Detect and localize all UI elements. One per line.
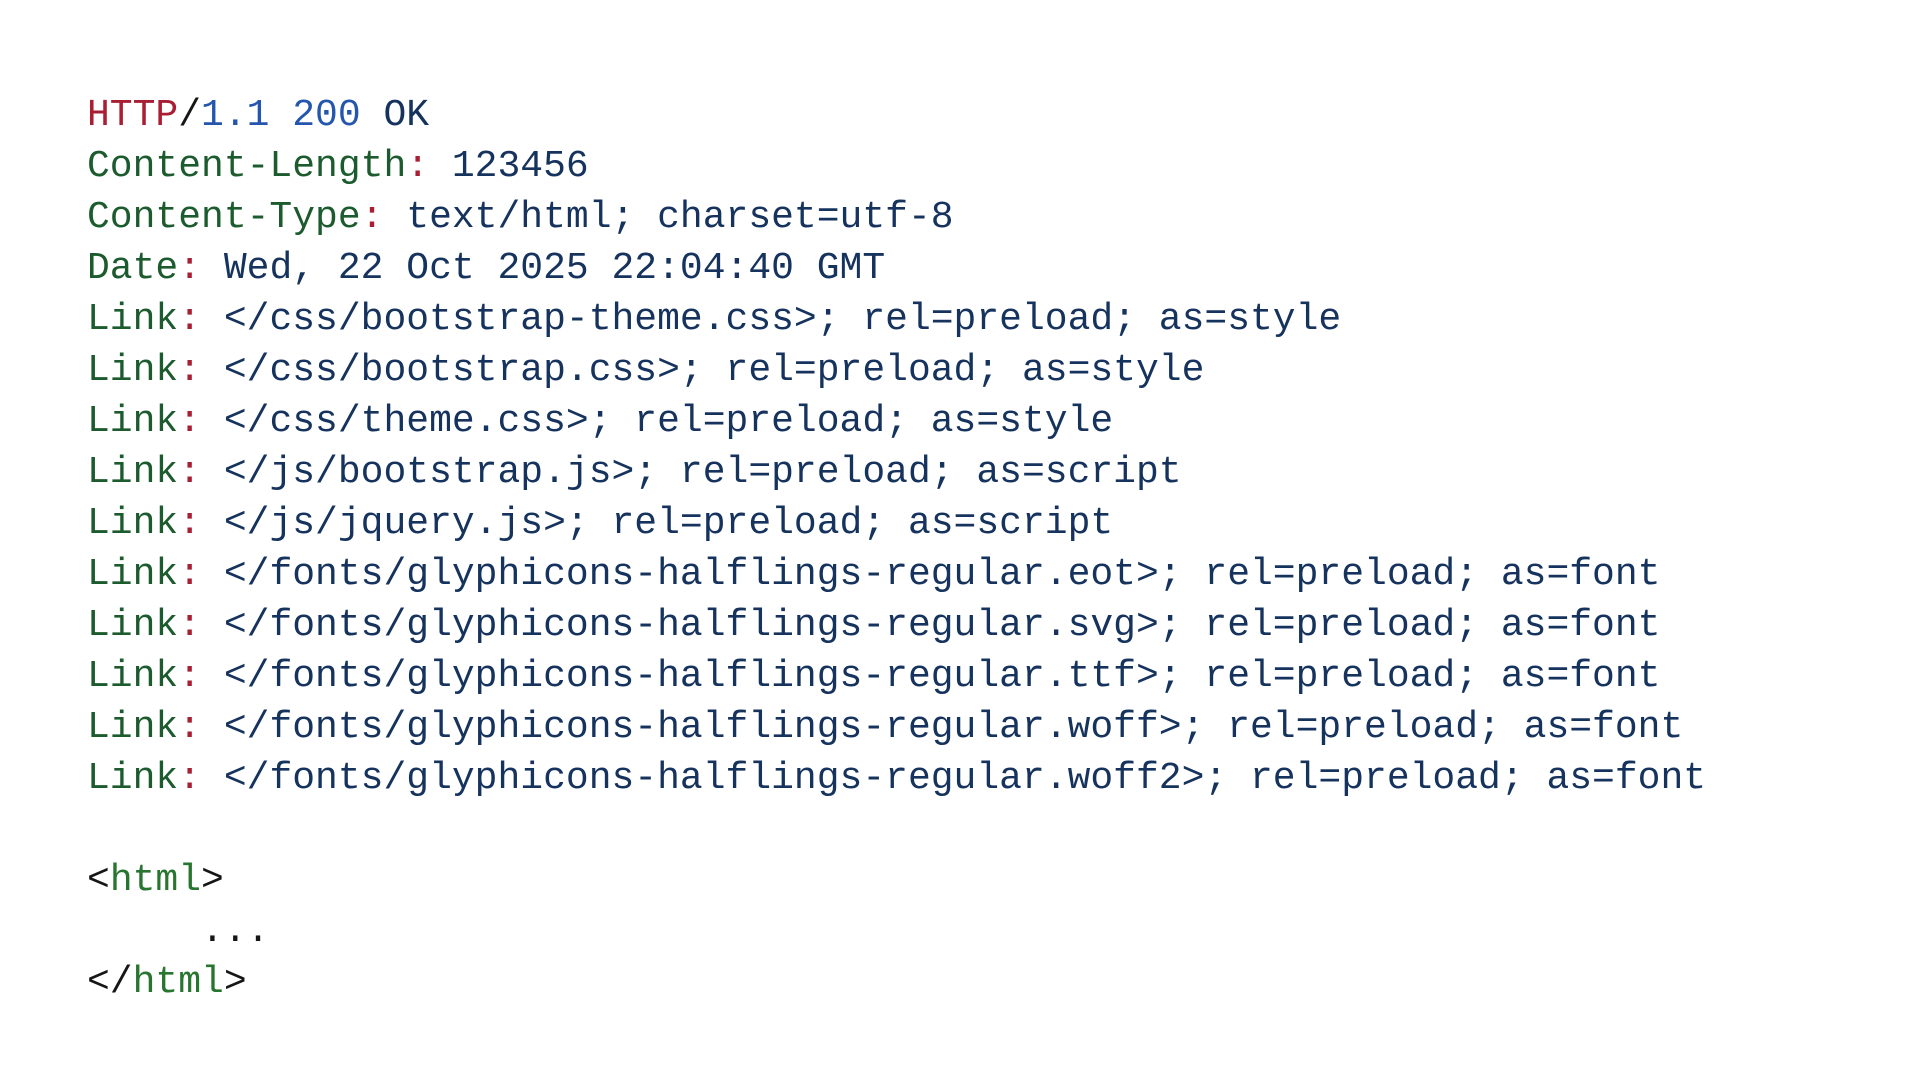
code-segment-red: : bbox=[178, 655, 202, 698]
code-segment-navy: Wed, 22 Oct 2025 22:04:40 GMT bbox=[201, 247, 886, 290]
code-segment-red: : bbox=[178, 400, 202, 443]
code-segment-green: Link bbox=[87, 298, 179, 341]
code-segment-navy: </css/bootstrap-theme.css>; rel=preload;… bbox=[201, 298, 1342, 341]
code-segment-navy: </fonts/glyphicons-halflings-regular.svg… bbox=[201, 604, 1661, 647]
code-segment-navy: text/html; charset=utf-8 bbox=[383, 196, 954, 239]
code-segment-green: Content-Type bbox=[87, 196, 361, 239]
body-open-tag-line: <html> bbox=[87, 855, 1706, 906]
code-segment-green: Link bbox=[87, 553, 179, 596]
code-segment-navy: </css/theme.css>; rel=preload; as=style bbox=[201, 400, 1114, 443]
code-segment-green: Link bbox=[87, 502, 179, 545]
body-ellipsis-line: ... bbox=[87, 906, 1706, 957]
header-line-link: Link: </css/theme.css>; rel=preload; as=… bbox=[87, 396, 1706, 447]
code-segment-red: : bbox=[178, 349, 202, 392]
code-segment-black: </ bbox=[87, 961, 133, 1004]
code-segment-green: Date bbox=[87, 247, 179, 290]
code-segment-red: : bbox=[178, 553, 202, 596]
code-segment-navy: </js/jquery.js>; rel=preload; as=script bbox=[201, 502, 1114, 545]
header-line-link: Link: </css/bootstrap.css>; rel=preload;… bbox=[87, 345, 1706, 396]
code-segment-blue: 1.1 200 bbox=[201, 94, 361, 137]
code-segment-navy: 123456 bbox=[429, 145, 589, 188]
blank-line bbox=[87, 804, 1706, 855]
header-line-content-length: Content-Length: 123456 bbox=[87, 141, 1706, 192]
header-line-link: Link: </js/jquery.js>; rel=preload; as=s… bbox=[87, 498, 1706, 549]
code-segment-navy: </fonts/glyphicons-halflings-regular.eot… bbox=[201, 553, 1661, 596]
code-segment-red: : bbox=[178, 451, 202, 494]
header-line-link: Link: </js/bootstrap.js>; rel=preload; a… bbox=[87, 447, 1706, 498]
code-segment-green: Link bbox=[87, 400, 179, 443]
header-line-link: Link: </fonts/glyphicons-halflings-regul… bbox=[87, 753, 1706, 804]
header-line-link: Link: </fonts/glyphicons-halflings-regul… bbox=[87, 600, 1706, 651]
header-line-link: Link: </fonts/glyphicons-halflings-regul… bbox=[87, 549, 1706, 600]
code-segment-black: > bbox=[223, 961, 247, 1004]
code-segment-black: < bbox=[87, 859, 110, 902]
code-segment-black: / bbox=[178, 94, 202, 137]
code-segment-green: Link bbox=[87, 757, 179, 800]
code-segment-black: > bbox=[201, 859, 224, 902]
code-segment-red: : bbox=[178, 247, 202, 290]
code-segment-red: : bbox=[178, 502, 202, 545]
code-segment-tag: html bbox=[132, 961, 224, 1004]
body-close-tag-line: </html> bbox=[87, 957, 1706, 1008]
header-line-content-type: Content-Type: text/html; charset=utf-8 bbox=[87, 192, 1706, 243]
code-segment-navy: </fonts/glyphicons-halflings-regular.wof… bbox=[201, 706, 1684, 749]
header-line-date: Date: Wed, 22 Oct 2025 22:04:40 GMT bbox=[87, 243, 1706, 294]
status-line: HTTP/1.1 200 OK bbox=[87, 90, 1706, 141]
code-segment-red: : bbox=[178, 298, 202, 341]
code-segment-green: Link bbox=[87, 604, 179, 647]
code-segment-navy: OK bbox=[383, 94, 430, 137]
code-segment-red: : bbox=[178, 757, 202, 800]
code-segment-red: : bbox=[406, 145, 430, 188]
code-segment-red: : bbox=[178, 604, 202, 647]
code-segment-green: Link bbox=[87, 655, 179, 698]
header-line-link: Link: </fonts/glyphicons-halflings-regul… bbox=[87, 651, 1706, 702]
code-segment-red: : bbox=[360, 196, 384, 239]
code-segment-navy: </fonts/glyphicons-halflings-regular.wof… bbox=[201, 757, 1707, 800]
code-segment-red: HTTP bbox=[87, 94, 179, 137]
code-segment-green: Link bbox=[87, 451, 179, 494]
code-segment-green: Link bbox=[87, 706, 179, 749]
code-segment-black: ... bbox=[87, 910, 270, 953]
code-segment-red: : bbox=[178, 706, 202, 749]
header-line-link: Link: </fonts/glyphicons-halflings-regul… bbox=[87, 702, 1706, 753]
header-line-link: Link: </css/bootstrap-theme.css>; rel=pr… bbox=[87, 294, 1706, 345]
code-segment-navy: </fonts/glyphicons-halflings-regular.ttf… bbox=[201, 655, 1661, 698]
code-segment-navy: </js/bootstrap.js>; rel=preload; as=scri… bbox=[201, 451, 1182, 494]
code-segment-tag: html bbox=[109, 859, 202, 902]
code-segment-green: Content-Length bbox=[87, 145, 407, 188]
code-segment-black bbox=[361, 94, 384, 137]
code-segment-navy: </css/bootstrap.css>; rel=preload; as=st… bbox=[201, 349, 1205, 392]
code-segment-green: Link bbox=[87, 349, 179, 392]
